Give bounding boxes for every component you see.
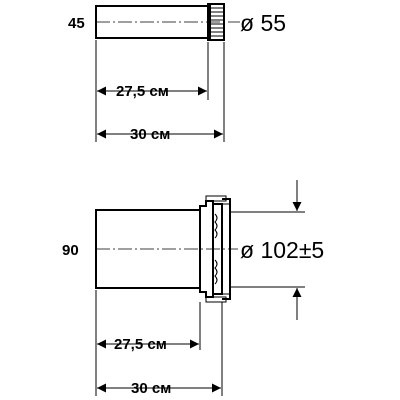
bottom-pipe: 90 ø 102±5 [62,180,324,397]
top-pipe-diameter-label: ø 55 [240,10,286,36]
top-pipe-height-label: 45 [68,15,85,32]
bottom-pipe-dim-inner-label: 27,5 см [114,336,167,353]
top-pipe-dim-inner-label: 27,5 см [116,83,169,100]
top-pipe: 45 ø 55 27,5 см 30 см [68,3,286,143]
bottom-pipe-socket [199,195,231,303]
top-pipe-dim-total-label: 30 см [130,126,170,143]
bottom-pipe-height-label: 90 [62,242,79,259]
bottom-pipe-dim-total-label: 30 см [131,380,171,397]
top-pipe-coupling [207,3,225,41]
bottom-pipe-diameter-label: ø 102±5 [240,237,324,263]
